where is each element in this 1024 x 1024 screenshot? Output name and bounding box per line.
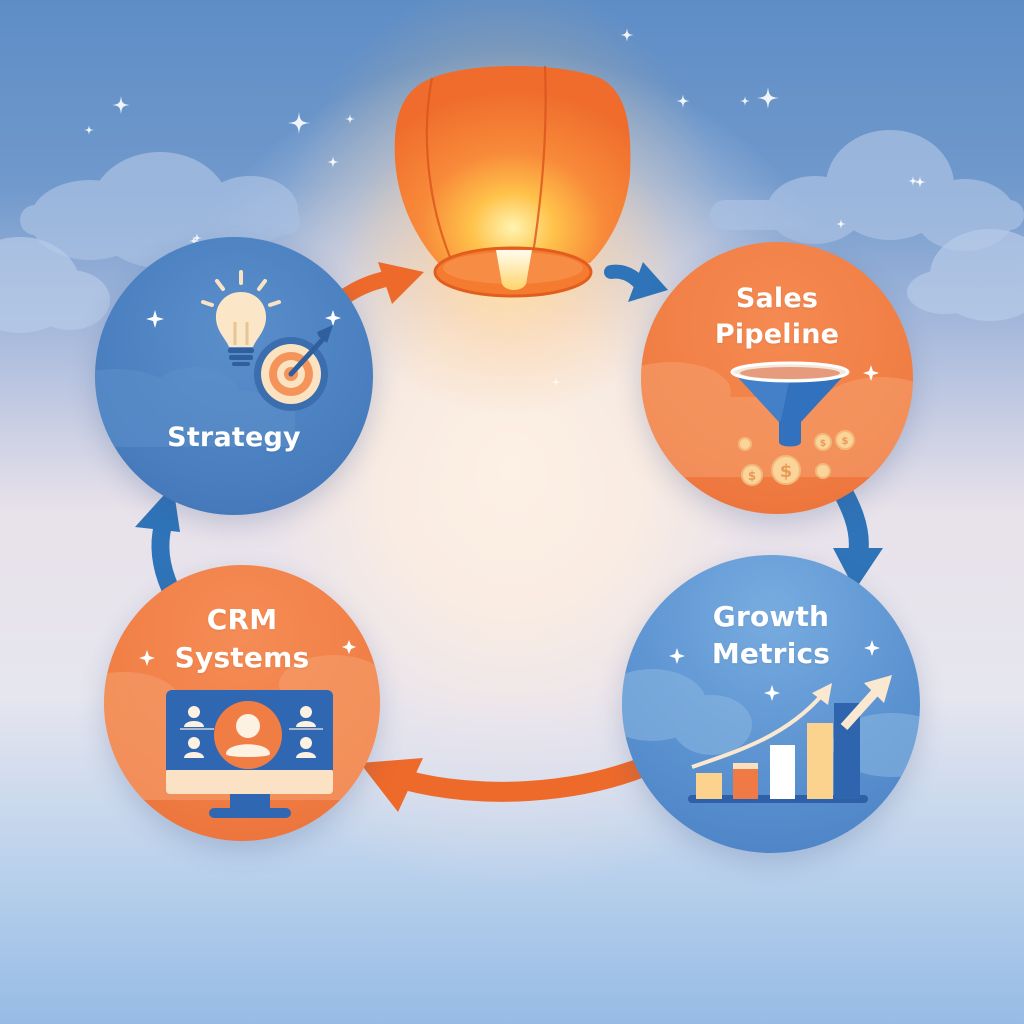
node-label-line2: Systems xyxy=(174,641,310,674)
node-strategy[interactable]: Strategy xyxy=(95,237,373,515)
node-label-line2: Pipeline xyxy=(714,319,840,350)
node-label-line1: CRM xyxy=(206,603,278,636)
node-growth-metrics[interactable]: Growth Metrics xyxy=(622,555,920,853)
bar-chart-up-icon xyxy=(622,640,920,803)
node-label-line1: Sales xyxy=(735,283,819,314)
node-label: Strategy xyxy=(167,422,301,453)
funnel-coins-icon: $ $ $ $ xyxy=(641,361,913,486)
node-crm-systems[interactable]: CRM Systems xyxy=(104,565,380,841)
cloud-left-icon xyxy=(20,152,300,268)
node-label-line1: Growth xyxy=(712,600,830,633)
lightbulb-target-icon xyxy=(95,270,341,447)
svg-text:$: $ xyxy=(748,469,756,483)
node-label-line2: Metrics xyxy=(711,637,831,670)
arrow-growth-to-crm-icon xyxy=(360,752,660,812)
arrow-lantern-to-sales-icon xyxy=(604,262,668,302)
monitor-contacts-icon xyxy=(104,640,380,818)
svg-text:$: $ xyxy=(842,436,849,447)
svg-text:$: $ xyxy=(780,461,793,482)
node-sales-pipeline[interactable]: $ $ $ $ Sales Pipeline xyxy=(641,242,913,514)
svg-text:$: $ xyxy=(820,439,826,449)
